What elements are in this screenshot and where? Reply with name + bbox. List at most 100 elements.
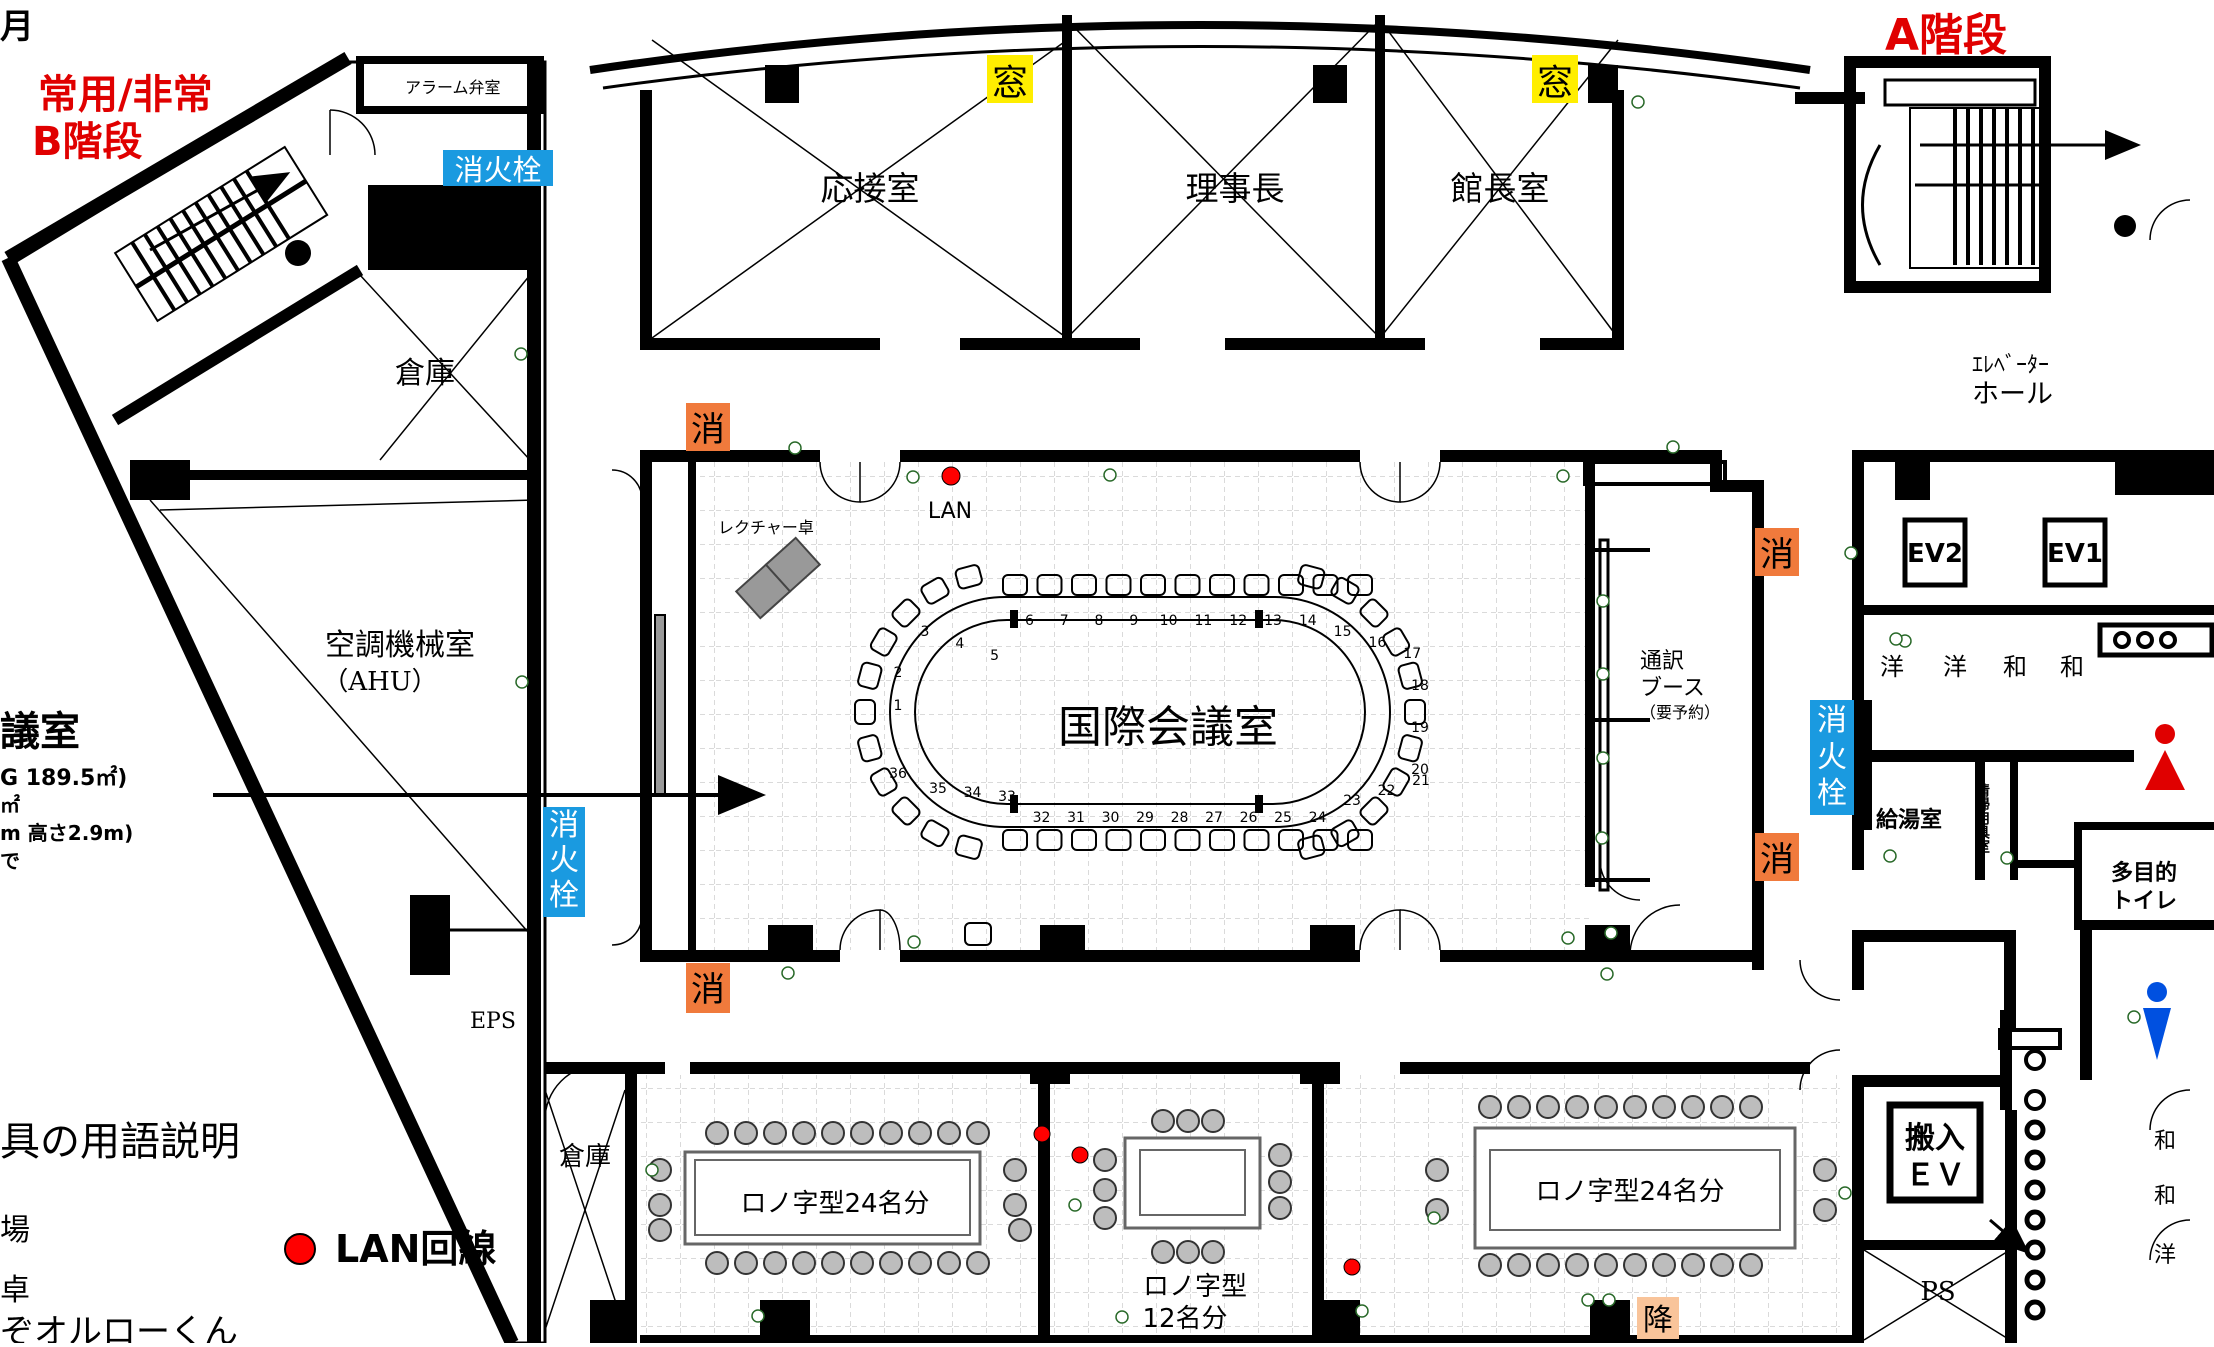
meeting-chair (792, 1121, 816, 1145)
legend-lan-label: LAN回線 (335, 1227, 496, 1271)
seat-number: 15 (1334, 624, 1352, 640)
booth-label: 通訳 (1640, 649, 1684, 674)
seat-number: 36 (889, 766, 907, 782)
hall-chair-end (920, 819, 950, 848)
hall-chair-end (1382, 767, 1411, 797)
meeting-chair (850, 1251, 874, 1275)
extinguisher-sign-4: 消 (686, 963, 730, 1013)
meeting-chair (1201, 1240, 1225, 1264)
seat-number: 5 (990, 648, 999, 664)
ps-label: PS (1920, 1277, 1955, 1307)
hall-chair-top (1036, 574, 1063, 596)
hall-name: 国際会議室 (1058, 702, 1278, 753)
extinguisher-sign-3: 消 (1755, 833, 1799, 881)
seat-number: 10 (1160, 613, 1178, 629)
meeting-chair (1093, 1148, 1117, 1172)
meeting-chair (908, 1121, 932, 1145)
seat-number: 29 (1136, 810, 1154, 826)
meeting-chair (1623, 1095, 1647, 1119)
seat-number: 18 (1411, 678, 1429, 694)
hall-chair-end (954, 834, 983, 860)
outlet-icon (1595, 831, 1609, 845)
toilet-japanese-4: 和 (2154, 1184, 2176, 1209)
hall-chair-bottom (1140, 829, 1166, 851)
kyutou-room-label: 給湯室 (1876, 807, 1942, 833)
eps-label: EPS (470, 1009, 516, 1034)
left-info-line5: で (0, 849, 20, 873)
legend-fragment-3: ぞオルローくん (0, 1312, 238, 1343)
ahu-room-label: 空調機械室 (325, 628, 475, 663)
svg-text:窓: 窓 (992, 63, 1028, 104)
outlets (514, 95, 2141, 1324)
seat-number: 16 (1368, 635, 1386, 651)
meeting-chair (1536, 1253, 1560, 1277)
multi-toilet-label: 多目的 (2111, 860, 2177, 886)
elevator-hall-label: ｴﾚﾍﾞｰﾀｰ (1972, 353, 2049, 378)
meeting-room-right-label: ロノ字型24名分 (1535, 1177, 1724, 1207)
outlet-icon (514, 347, 528, 361)
outlet-icon (788, 441, 802, 455)
meeting-chair (879, 1121, 903, 1145)
lecture-desk-label: レクチャー卓 (718, 518, 814, 537)
toilet-japanese-2: 和 (2060, 653, 2084, 681)
seat-number: 2 (894, 665, 903, 681)
seat-number: 25 (1274, 810, 1292, 826)
seat-number: 30 (1102, 810, 1120, 826)
meeting-chair (1623, 1253, 1647, 1277)
meeting-chair (1710, 1095, 1734, 1119)
meeting-chair (734, 1251, 758, 1275)
hall-chair-top (1002, 574, 1028, 596)
seat-number: 32 (1033, 810, 1051, 826)
svg-text:消: 消 (1817, 703, 1847, 738)
meeting-chair (1594, 1253, 1618, 1277)
hall-floor-grid (690, 460, 1590, 950)
legend-fragment-2: 卓 (0, 1273, 30, 1308)
hall-chair-end (869, 767, 898, 797)
hydrant-sign-top: 消火栓 (443, 150, 553, 187)
left-info-line3: ㎡ (0, 793, 20, 817)
outlet-icon (1631, 95, 1645, 109)
meeting-chair (1425, 1158, 1449, 1182)
meeting-chair (1003, 1158, 1027, 1182)
svg-text:降: 降 (1643, 1303, 1673, 1338)
meeting-chair (1739, 1095, 1763, 1119)
meeting-chair (1093, 1206, 1117, 1230)
seat-number: 7 (1060, 613, 1069, 629)
svg-text:窓: 窓 (1537, 63, 1573, 104)
meeting-chair (1008, 1218, 1032, 1242)
outlet-icon (1068, 1198, 1082, 1212)
meeting-chair (1151, 1109, 1175, 1133)
right-core (1795, 56, 2214, 1343)
outlet-icon (906, 470, 920, 484)
hall-chairs-bottom (1002, 829, 1373, 851)
meeting-chair (908, 1251, 932, 1275)
hall-chair-bottom (1071, 829, 1097, 851)
left-wedge (1, 51, 547, 1346)
hall-chair-end (1330, 576, 1360, 605)
svg-text:火: 火 (549, 843, 579, 878)
outlet-icon (1666, 440, 1680, 454)
seat-number: 26 (1240, 810, 1258, 826)
seat-number: 17 (1403, 646, 1421, 662)
outlet-icon (1103, 468, 1117, 482)
seat-number: 31 (1067, 810, 1085, 826)
meeting-room-chairs (648, 1095, 1837, 1277)
outlet-icon (907, 935, 921, 949)
meeting-chair (648, 1218, 672, 1242)
elevator-hall-sublabel: ホール (1972, 379, 2053, 410)
hall-chair-end (891, 796, 921, 826)
director-room-label: 館長室 (1451, 169, 1550, 208)
hall-chair-end (854, 699, 876, 725)
ev2-label: EV2 (1907, 539, 1963, 569)
hall-chair-end (1397, 734, 1423, 763)
outlet-icon (1600, 967, 1614, 981)
meeting-chair (937, 1121, 961, 1145)
meeting-chair (1739, 1253, 1763, 1277)
meeting-chair (1201, 1109, 1225, 1133)
outlet-icon (751, 1309, 765, 1323)
hall-chair-end (891, 598, 921, 628)
outlet-icon (1889, 632, 1903, 646)
meeting-chair (734, 1121, 758, 1145)
outlet-icon (1602, 1293, 1616, 1307)
seat-number: 20 (1411, 762, 1429, 778)
